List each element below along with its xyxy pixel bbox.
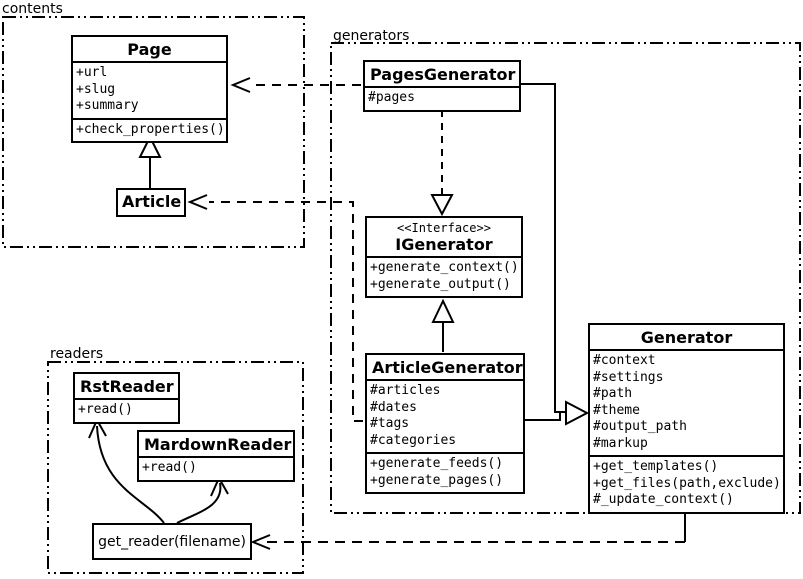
class-articlegenerator-methods: +generate_feeds() +generate_pages() <box>367 452 523 492</box>
class-pagesgenerator: PagesGenerator #pages <box>363 60 521 112</box>
attribute: #markup <box>593 435 648 451</box>
class-pagesgenerator-name: PagesGenerator <box>370 65 516 84</box>
class-article-name: Article <box>122 192 182 211</box>
edge-articlegenerator-depends-article <box>187 194 363 422</box>
class-generator-attributes: #context #settings #path #theme #output_… <box>590 349 783 455</box>
method: #_update_context() <box>593 492 734 507</box>
attribute: +slug <box>76 81 116 97</box>
class-page-name: Page <box>127 40 172 59</box>
edge-pagesgenerator-depends-page <box>230 77 361 93</box>
attribute: #articles <box>370 383 441 398</box>
attribute: +url <box>76 65 108 80</box>
package-readers-label: readers <box>50 346 104 362</box>
package-readers-frame <box>47 361 304 574</box>
class-page: Page +url +slug +summary +check_properti… <box>71 35 228 143</box>
edge-getreader-to-mardownreader <box>176 475 229 524</box>
method: +generate_feeds() <box>370 456 504 471</box>
class-igenerator-stereotype: <<Interface>> <box>397 221 491 235</box>
method: +get_templates() <box>593 459 719 474</box>
method: +generate_output() <box>370 276 511 292</box>
package-generators-label: generators <box>333 28 410 44</box>
attribute: #context <box>593 353 656 368</box>
edge-pagesgenerator-implements-igenerator <box>430 110 454 217</box>
attribute: #dates <box>370 399 417 415</box>
attribute: #categories <box>370 432 457 448</box>
class-page-attributes: +url +slug +summary <box>73 61 226 118</box>
edge-article-inherits-page <box>138 134 162 188</box>
attribute: #theme <box>593 402 640 418</box>
class-rstreader-methods: +read() <box>75 398 178 422</box>
class-generator-methods: +get_templates() +get_files(path,exclude… <box>590 455 783 512</box>
attribute: +summary <box>76 98 139 113</box>
package-contents-frame <box>2 16 305 248</box>
edge-generators-inherit-generator <box>521 83 590 426</box>
package-generators-frame <box>330 42 801 514</box>
method: +read() <box>78 402 133 417</box>
method: +read() <box>142 460 197 475</box>
class-mardownreader: MardownReader +read() <box>137 430 295 482</box>
class-rstreader-name: RstReader <box>80 377 174 396</box>
class-igenerator: <<Interface>> IGenerator +generate_conte… <box>365 216 523 298</box>
attribute: #path <box>593 386 633 401</box>
edge-articlegenerator-implements-igenerator <box>431 298 455 352</box>
attribute: #output_path <box>593 419 687 434</box>
method: +generate_pages() <box>370 472 504 488</box>
package-contents-label: contents <box>2 1 63 17</box>
class-igenerator-methods: +generate_context() +generate_output() <box>367 256 521 296</box>
class-rstreader: RstReader +read() <box>73 372 180 424</box>
attribute: #tags <box>370 416 410 431</box>
class-article: Article <box>116 188 186 217</box>
class-page-methods: +check_properties() <box>73 117 226 142</box>
method: +generate_context() <box>370 260 519 275</box>
class-pagesgenerator-attributes: #pages <box>365 86 519 110</box>
attribute: #settings <box>593 369 664 385</box>
method: +get_files(path,exclude) <box>593 475 781 491</box>
function-get-reader-label: get_reader(filename) <box>98 533 246 550</box>
class-articlegenerator-name: ArticleGenerator <box>372 358 523 377</box>
function-get-reader: get_reader(filename) <box>92 523 252 560</box>
class-mardownreader-methods: +read() <box>139 456 293 480</box>
class-articlegenerator-attributes: #articles #dates #tags #categories <box>367 379 523 452</box>
method: +check_properties() <box>76 121 225 137</box>
class-generator: Generator #context #settings #path #them… <box>588 323 785 514</box>
attribute: #pages <box>368 90 415 105</box>
class-mardownreader-name: MardownReader <box>144 435 292 454</box>
class-generator-name: Generator <box>640 328 733 347</box>
class-igenerator-name: IGenerator <box>395 235 493 254</box>
class-articlegenerator: ArticleGenerator #articles #dates #tags … <box>365 353 525 494</box>
